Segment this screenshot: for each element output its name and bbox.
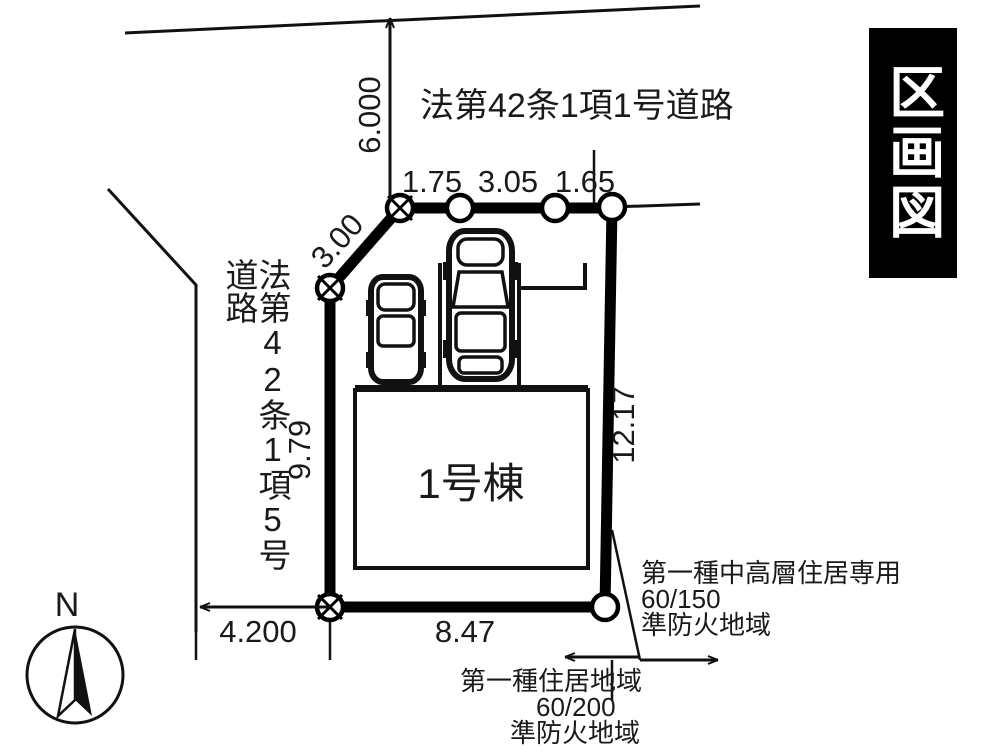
title-banner: 区画図: [869, 28, 957, 278]
building-1-label: 1号棟: [417, 460, 524, 507]
dimension-south-side: 8.47: [435, 614, 495, 649]
car-top-view-small-icon: [366, 274, 426, 385]
dimension-east-side: 12.17: [606, 386, 641, 464]
dimension-top-seg-2: 3.05: [478, 164, 538, 199]
zoning-south-use: 第一種住居地域: [460, 666, 642, 696]
dimension-top-seg-1: 1.75: [402, 164, 462, 199]
corner-marker-southeast: [589, 591, 621, 623]
zoning-east-fire: 準防火地域: [641, 610, 771, 640]
west-road-label: 法第42条1項5号道路: [221, 258, 291, 571]
title-banner-label: 区画図: [881, 63, 945, 243]
car-top-view-large-icon: [443, 228, 518, 382]
west-road-edge: [106, 187, 198, 632]
corner-tick-northwest: [316, 274, 344, 302]
dimension-corner-cut: 3.00: [304, 207, 370, 275]
parking-area: [355, 263, 588, 389]
corner-marker-northeast: [596, 191, 628, 223]
corner-marker-north-3: [539, 192, 571, 224]
dimension-road-width: 6.000: [352, 76, 387, 154]
road-labels: 法第42条1項1号道路: [420, 87, 734, 125]
zoning-east-ratio: 60/150: [641, 584, 721, 614]
site-boundary: [324, 202, 618, 613]
dimension-leaders: [199, 17, 719, 665]
dimension-setback-west: 4.200: [219, 614, 297, 649]
north-road-label: 法第42条1項1号道路: [420, 87, 734, 125]
zoning-note-south: 第一種住居地域 60/200 準防火地域: [460, 666, 642, 748]
dimension-west-side: 9.79: [282, 420, 317, 480]
building-footprint: 1号棟: [353, 388, 590, 570]
compass-north-label: N: [55, 586, 80, 624]
corner-tick-north-1: [386, 194, 414, 222]
building-1-outline: [353, 388, 590, 570]
north-road-far-edge: [124, 4, 701, 35]
zoning-east-use: 第一種中高層住居専用: [641, 558, 901, 588]
zoning-east-leader: [610, 529, 642, 661]
north-arrow-icon: N: [25, 586, 125, 725]
corner-marker-north-2: [444, 192, 476, 224]
dimension-top-seg-3: 1.65: [555, 164, 615, 199]
zoning-south-fire: 準防火地域: [510, 718, 640, 748]
zoning-note-east: 第一種中高層住居専用 60/150 準防火地域: [641, 558, 901, 640]
zoning-south-ratio: 60/200: [536, 692, 616, 722]
boundary-corner-markers: [314, 191, 628, 623]
